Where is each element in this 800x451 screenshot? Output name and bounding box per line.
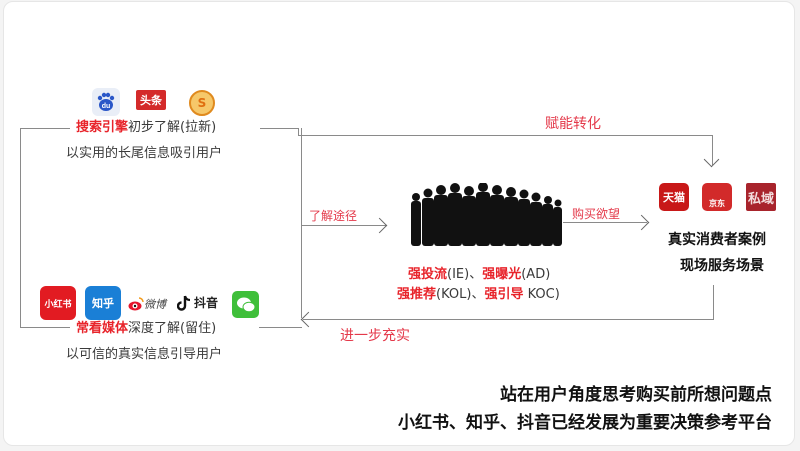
weibo-icon: 微博	[128, 296, 166, 312]
search-engine-highlight: 搜索引擎	[76, 120, 129, 135]
weibo-label: 微博	[144, 298, 166, 311]
tactic-guide: 强引导	[484, 287, 524, 302]
tactic-guide-note: KOC)	[523, 287, 560, 302]
top-left-bracket	[20, 128, 70, 129]
center-to-right-line	[563, 222, 647, 223]
search-engine-subtitle: 以实用的长尾信息吸引用户	[66, 146, 223, 161]
bottom-left-bracket	[20, 327, 70, 328]
crowd-silhouette-icon	[411, 183, 562, 246]
private-domain-label: 私域	[747, 191, 774, 207]
wechat-icon	[232, 291, 259, 318]
right-down-line	[713, 285, 714, 320]
center-tactics-line2: 强推荐(KOL)、强引导 KOC)	[397, 283, 560, 302]
center-tactics-line1: 强投流(IE)、强曝光(AD)	[408, 263, 550, 282]
bottom-right-bracket	[259, 327, 302, 328]
douyin-icon: 抖音	[177, 294, 218, 311]
media-title-rest: 深度了解(留住)	[128, 321, 217, 336]
left-to-center-line	[301, 225, 386, 226]
search-engine-title-rest: 初步了解(拉新)	[128, 120, 217, 135]
jd-icon: 京东	[702, 183, 732, 211]
right-line2: 现场服务场景	[680, 258, 764, 274]
top-right-bracket	[260, 128, 298, 129]
zhihu-icon: 知乎	[85, 286, 121, 320]
tmall-icon: 天猫	[659, 183, 689, 211]
diagram-card	[3, 1, 795, 446]
xiaohongshu-icon: 小红书	[40, 286, 76, 320]
search-engine-title: 搜索引擎初步了解(拉新)	[76, 120, 216, 136]
jd-label: 京东	[709, 199, 725, 208]
toutiao-label: 头条	[140, 94, 162, 107]
tactic-recommend-note: (KOL)、	[436, 287, 485, 302]
sogou-label: S	[197, 96, 207, 110]
top-flow-line	[298, 135, 712, 136]
zhihu-label: 知乎	[92, 297, 114, 310]
tactic-traffic-note: (IE)、	[447, 267, 483, 282]
left-vertical-line	[20, 128, 21, 328]
xiaohongshu-label: 小红书	[44, 299, 72, 310]
douyin-label: 抖音	[194, 296, 219, 310]
sogou-icon: S	[189, 90, 215, 116]
media-title: 常看媒体深度了解(留住)	[76, 321, 216, 337]
bottom-return-line	[303, 319, 714, 320]
label-further-enrich: 进一步充实	[340, 328, 410, 344]
media-subtitle: 以可信的真实信息引导用户	[66, 347, 223, 362]
left-box-right-edge	[301, 128, 302, 318]
tactic-traffic: 强投流	[408, 267, 448, 282]
private-domain-icon: 私域	[746, 183, 776, 211]
footer-line2: 小红书、知乎、抖音已经发展为重要决策参考平台	[398, 413, 772, 433]
top-flow-connector	[298, 128, 299, 136]
baidu-icon: du	[92, 88, 120, 116]
top-flow-down-line	[712, 135, 713, 165]
tmall-label: 天猫	[663, 191, 685, 204]
tactic-recommend: 强推荐	[397, 287, 437, 302]
footer-line1: 站在用户角度思考购买前所想问题点	[500, 385, 772, 405]
tactic-exposure: 强曝光	[482, 267, 522, 282]
svg-text:du: du	[102, 103, 111, 110]
label-understanding-path: 了解途径	[309, 209, 358, 223]
label-empower-conversion: 赋能转化	[545, 116, 601, 132]
right-line1: 真实消费者案例	[668, 232, 766, 248]
label-purchase-desire: 购买欲望	[572, 207, 621, 221]
tactic-exposure-note: (AD)	[521, 267, 551, 282]
toutiao-icon: 头条	[136, 90, 166, 110]
media-highlight: 常看媒体	[76, 321, 129, 336]
